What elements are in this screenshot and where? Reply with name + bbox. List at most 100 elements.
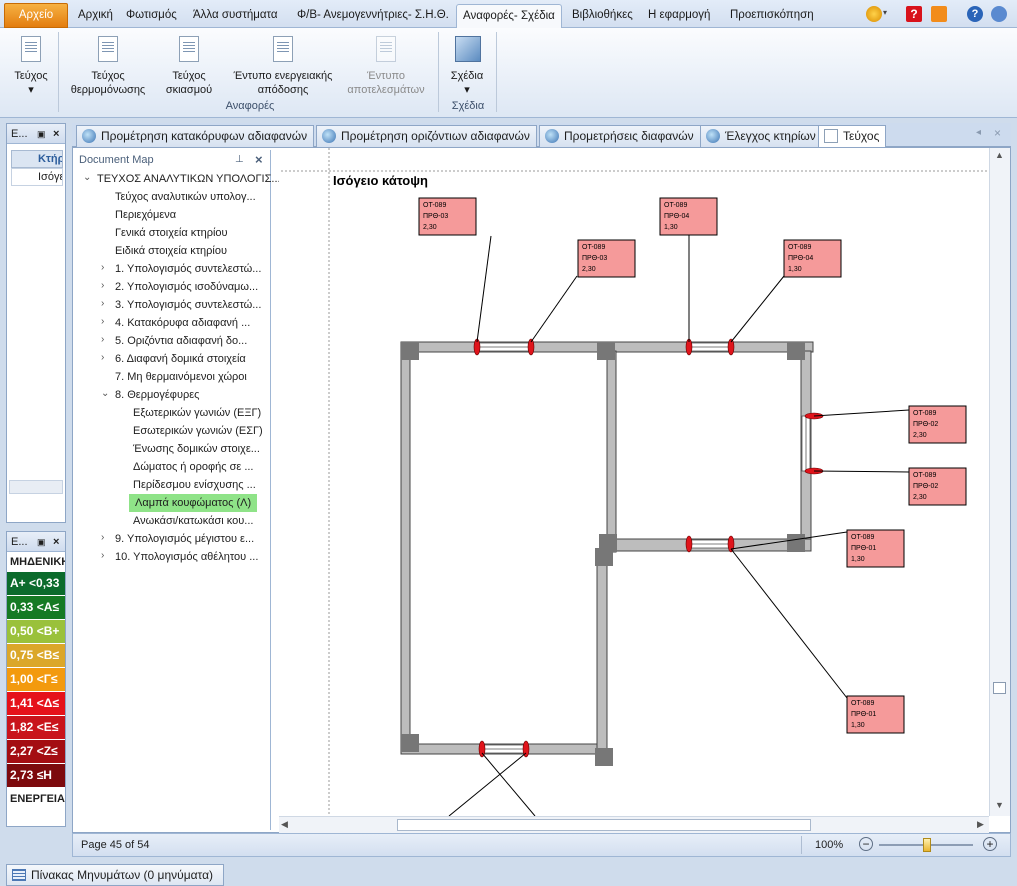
vertical-scrollbar[interactable]: ▲ ▼ (989, 148, 1010, 816)
window-label-box (577, 239, 636, 278)
document-map-item[interactable]: ΤΕΥΧΟΣ ΑΝΑΛΥΤΙΚΩΝ ΥΠΟΛΟΓΙΣ... (97, 173, 281, 185)
ribbon-separator (438, 32, 439, 112)
document-map-item[interactable]: Ανωκάσι/κατωκάσι κου... (133, 515, 254, 527)
tab-reports-drawings[interactable]: Αναφορές- Σχέδια (456, 4, 562, 28)
pane-title: E... (11, 536, 28, 548)
close-icon[interactable]: × (53, 536, 60, 548)
pin-icon[interactable]: ⊥ (235, 154, 244, 165)
thermal-insulation-report-button[interactable]: Τεύχος θερμομόνωσης (62, 32, 154, 97)
document-map-item[interactable]: 8. Θερμογέφυρες (115, 389, 200, 401)
tab-report[interactable]: Τεύχος (818, 125, 887, 148)
close-icon[interactable]: × (53, 128, 60, 140)
energy-performance-form-button[interactable]: Έντυπο ενεργειακής απόδοσης (226, 32, 340, 97)
help-icon[interactable]: ? (967, 6, 983, 22)
settings-gear-icon[interactable] (866, 6, 882, 22)
tab-transparent[interactable]: Προμετρήσεις διαφανών (539, 125, 701, 147)
document-map-item[interactable]: 5. Οριζόντια αδιαφανή δο... (115, 335, 248, 347)
expand-chevron-icon[interactable]: › (101, 262, 105, 273)
document-icon (21, 36, 41, 62)
window-marker (522, 740, 530, 758)
buildings-grid-row[interactable]: Ισόγε (11, 168, 63, 186)
energy-pane-header: E... ▣ × (7, 532, 65, 552)
scroll-right-icon[interactable]: ▶ (977, 819, 984, 829)
drawings-button[interactable]: Σχέδια ▾ (444, 32, 490, 97)
expand-chevron-icon[interactable]: › (101, 316, 105, 327)
horizontal-scrollbar[interactable] (9, 480, 63, 494)
tab-home[interactable]: Αρχική (78, 9, 113, 21)
tab-vertical-opaque[interactable]: Προμέτρηση κατακόρυφων αδιαφανών (76, 125, 315, 147)
tab-horizontal-opaque[interactable]: Προμέτρηση οριζόντιων αδιαφανών (316, 125, 537, 147)
expand-chevron-icon[interactable]: › (101, 280, 105, 291)
document-map-item[interactable]: Ένωσης δομικών στοιχε... (133, 443, 260, 455)
pin-icon[interactable]: ▣ (37, 537, 46, 547)
zoom-out-icon[interactable]: − (859, 837, 873, 851)
tab-label: Τεύχος (843, 129, 880, 143)
document-map-item[interactable]: Εξωτερικών γωνιών (ΕΞΓ) (133, 407, 262, 419)
scroll-thumb[interactable] (993, 682, 1006, 694)
rss-icon[interactable] (931, 6, 947, 22)
expand-chevron-icon[interactable]: › (101, 334, 105, 345)
results-form-button[interactable]: Έντυπο αποτελεσμάτων (342, 32, 430, 97)
document-map-item[interactable]: 7. Μη θερμαινόμενοι χώροι (115, 371, 247, 383)
close-tab-icon[interactable]: × (994, 126, 1002, 140)
scroll-left-icon[interactable]: ◀ (281, 819, 288, 829)
tab-pv-wind[interactable]: Φ/Β- Ανεμογεννήτριες- Σ.Η.Θ. (297, 9, 449, 21)
info-icon[interactable] (991, 6, 1007, 22)
collapse-chevron-icon[interactable]: ⌄ (101, 388, 110, 399)
document-map-item[interactable]: 3. Υπολογισμός συντελεστώ... (115, 299, 262, 311)
expand-chevron-icon[interactable]: › (101, 532, 105, 543)
document-map-item[interactable]: 6. Διαφανή δομικά στοιχεία (115, 353, 246, 365)
document-map-item[interactable]: Τεύχος αναλυτικών υπολογ... (115, 191, 256, 203)
floor-plan-drawing: Ισόγειο κάτοψηOT-089ΠΡΘ-032,30OT-089ΠΡΘ-… (281, 148, 987, 816)
wall-corner (787, 342, 805, 360)
scroll-thumb[interactable] (397, 819, 811, 831)
collapse-chevron-icon[interactable]: ⌄ (83, 172, 92, 183)
document-map-item[interactable]: 9. Υπολογισμός μέγιστου ε... (115, 533, 255, 545)
document-map-item[interactable]: Γενικά στοιχεία κτηρίου (115, 227, 228, 239)
close-icon[interactable]: × (255, 152, 263, 167)
messages-button[interactable]: Πίνακας Μηνυμάτων (0 μηνύματα) (6, 864, 224, 886)
help-red-icon[interactable]: ? (906, 6, 922, 22)
window-label-text: ΠΡΘ-04 (664, 213, 689, 220)
expand-chevron-icon[interactable]: › (101, 550, 105, 561)
expand-chevron-icon[interactable]: › (101, 352, 105, 363)
document-map-item[interactable]: 2. Υπολογισμός ισοδύναμω... (115, 281, 259, 293)
scroll-left-icon[interactable]: ◂ (976, 127, 982, 138)
tab-libraries[interactable]: Βιβλιοθήκες (572, 9, 633, 21)
wall-corner (787, 534, 805, 552)
tab-file[interactable]: Αρχείο (4, 3, 68, 28)
tab-other-systems[interactable]: Άλλα συστήματα (193, 9, 278, 21)
tab-lighting[interactable]: Φωτισμός (126, 9, 177, 21)
report-button[interactable]: Τεύχος ▾ (8, 32, 54, 97)
house-icon (82, 129, 96, 143)
energy-class-row: 2,27 <Z≤ (7, 740, 65, 764)
zoom-in-icon[interactable]: + (983, 837, 997, 851)
document-map-item[interactable]: Δώματος ή οροφής σε ... (133, 461, 254, 473)
tab-application[interactable]: Η εφαρμογή (648, 9, 711, 21)
energy-class-row: 1,00 <Γ≤ (7, 668, 65, 692)
energy-class-row: 1,41 <Δ≤ (7, 692, 65, 716)
dropdown-arrow-icon[interactable]: ▾ (883, 8, 888, 17)
scroll-up-icon[interactable]: ▲ (995, 150, 1004, 160)
document-map-item-selected[interactable]: Λαμπά κουφώματος (Λ) (129, 494, 258, 512)
document-map-item[interactable]: Εσωτερικών γωνιών (ΕΣΓ) (133, 425, 263, 437)
tab-preview[interactable]: Προεπισκόπηση (730, 9, 814, 21)
buildings-pane-header: E... ▣ × (7, 124, 65, 144)
splitter[interactable] (269, 150, 271, 830)
zoom-slider-thumb[interactable] (923, 838, 931, 852)
pin-icon[interactable]: ▣ (37, 129, 46, 139)
document-map-item[interactable]: 1. Υπολογισμός συντελεστώ... (115, 263, 262, 275)
tab-building-check[interactable]: Έλεγχος κτηρίων (700, 125, 823, 147)
document-map-item[interactable]: Περιεχόμενα (115, 209, 177, 221)
horizontal-scrollbar[interactable]: ◀ ▶ (279, 816, 989, 834)
document-map-item[interactable]: Ειδικά στοιχεία κτηρίου (115, 245, 228, 257)
document-map-item[interactable]: 10. Υπολογισμός αθέλητου ... (115, 551, 259, 563)
window-marker (527, 338, 535, 356)
document-map-title: Document Map (79, 154, 154, 166)
scroll-down-icon[interactable]: ▼ (995, 800, 1004, 810)
expand-chevron-icon[interactable]: › (101, 298, 105, 309)
shading-report-button[interactable]: Τεύχος σκιασμού (158, 32, 220, 97)
document-map-item[interactable]: Περίδεσμου ενίσχυσης ... (133, 479, 256, 491)
document-map-item[interactable]: 4. Κατακόρυφα αδιαφανή ... (115, 317, 251, 329)
